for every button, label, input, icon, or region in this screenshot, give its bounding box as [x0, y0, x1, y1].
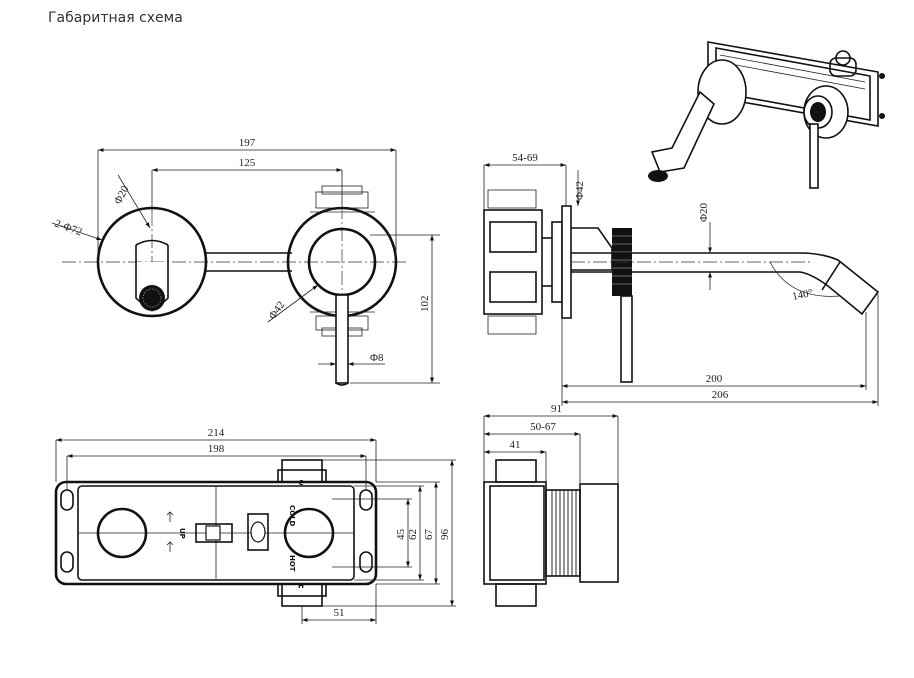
dim-angle-140: 140° [791, 287, 814, 303]
lever-handle [335, 294, 349, 384]
side-view: 54-69 Φ42 Φ20 140° 200 206 [483, 152, 880, 406]
dim-51: 51 [334, 607, 345, 619]
dim-62: 62 [407, 529, 419, 540]
dim-67: 67 [423, 529, 435, 541]
dim-phi42-front: Φ42 [267, 299, 288, 321]
dim-54-69: 54-69 [512, 152, 538, 164]
front-view: 197 125 Φ20 2-Φ72 Φ42 Φ8 102 [51, 137, 440, 386]
dim-125: 125 [239, 157, 256, 169]
dim-200: 200 [706, 373, 723, 385]
arrow-up-icon [166, 541, 174, 552]
dim-phi20-front: Φ20 [112, 184, 132, 207]
dim-phi20-side: Φ20 [698, 202, 710, 222]
dim-102: 102 [419, 296, 431, 313]
box-side-view: 91 50-67 41 [483, 403, 619, 607]
dim-214: 214 [208, 427, 225, 439]
arrow-up-icon [166, 511, 174, 522]
dim-phi42-side: Φ42 [574, 181, 586, 200]
label-cold: COLD [288, 505, 296, 527]
dim-96: 96 [439, 529, 451, 541]
label-up: UP [178, 528, 186, 539]
dim-41: 41 [510, 439, 521, 451]
label-hot-letter: H [298, 582, 304, 590]
dim-45: 45 [395, 529, 407, 541]
label-cold-letter: C [298, 479, 303, 487]
dim-206: 206 [712, 389, 729, 401]
dim-phi8: Φ8 [370, 352, 384, 364]
dim-197: 197 [239, 137, 256, 149]
box-front-view: C H COLD HOT UP 214 198 45 62 67 [54, 427, 456, 624]
dim-50-67: 50-67 [530, 421, 556, 433]
dim-2phi72: 2-Φ72 [53, 218, 84, 239]
page-title: Габаритная схема [48, 10, 183, 26]
box-outline [54, 480, 378, 586]
wall-plate [561, 205, 572, 319]
dim-91: 91 [551, 403, 562, 415]
isometric-view [648, 41, 885, 189]
dim-198: 198 [208, 443, 225, 455]
side-lever [620, 295, 633, 383]
label-hot: HOT [288, 555, 296, 572]
